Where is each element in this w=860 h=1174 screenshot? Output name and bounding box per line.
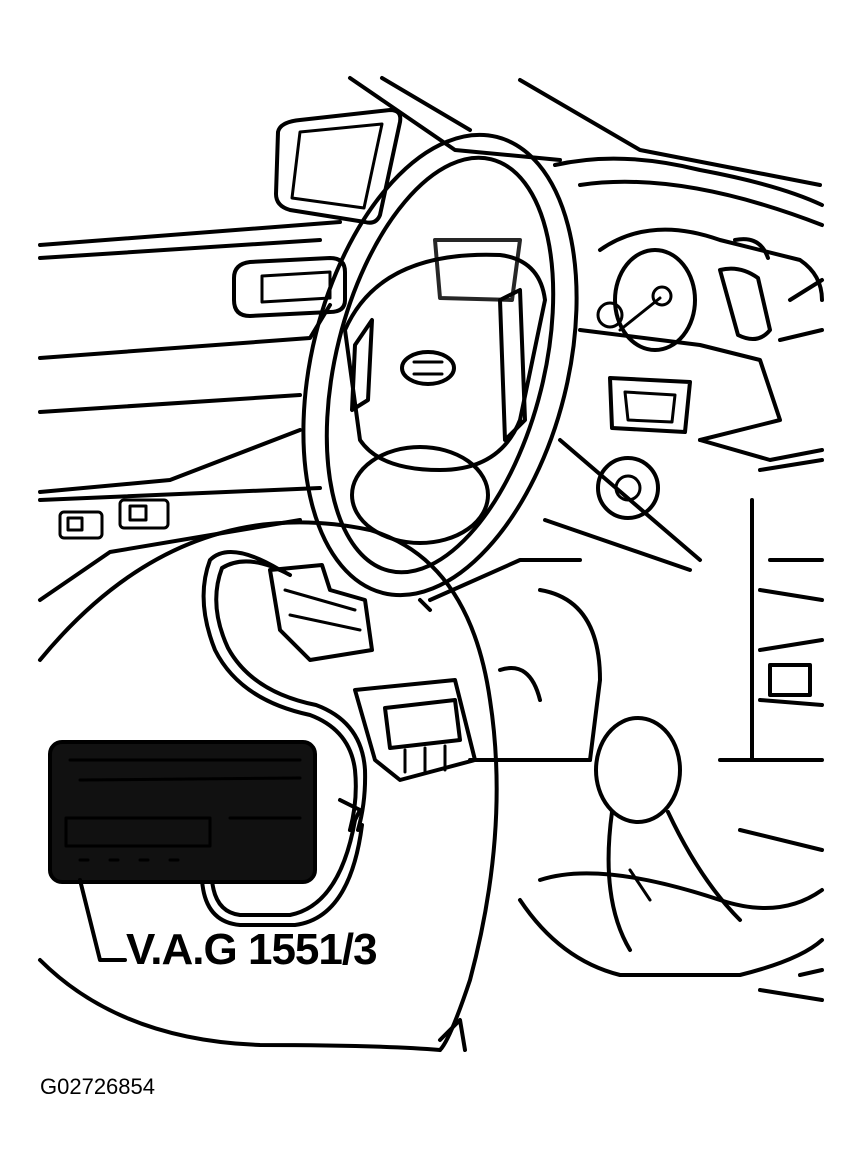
figure-id: G02726854 bbox=[40, 1074, 155, 1099]
center-stack bbox=[543, 328, 824, 762]
door-panel bbox=[38, 220, 342, 602]
side-mirror bbox=[274, 108, 403, 225]
tester-label: V.A.G 1551/3 bbox=[126, 925, 378, 974]
steering-wheel-icon bbox=[301, 132, 579, 598]
label-leader-line bbox=[78, 878, 127, 962]
trim-lines bbox=[758, 968, 824, 1002]
diagnostic-tester-icon bbox=[48, 740, 317, 884]
diagnostic-connector-icon bbox=[268, 563, 374, 662]
steering-column bbox=[418, 238, 582, 612]
window-switches bbox=[58, 498, 170, 540]
obd-socket bbox=[353, 678, 477, 782]
dashboard-top bbox=[553, 156, 824, 227]
tester-cable bbox=[200, 550, 368, 927]
knee-panel bbox=[468, 588, 602, 762]
gear-shift bbox=[518, 716, 824, 977]
instrument-cluster bbox=[596, 227, 824, 352]
windshield-pillar bbox=[348, 76, 822, 187]
inset-circle bbox=[38, 520, 499, 1052]
door-handle bbox=[232, 256, 347, 318]
